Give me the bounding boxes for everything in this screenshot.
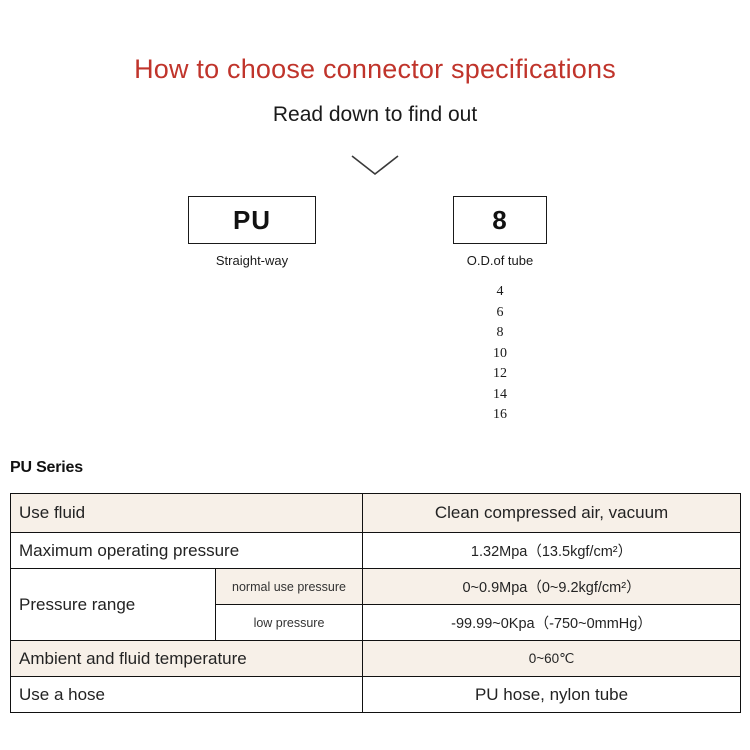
spec-table-title: PU Series xyxy=(10,459,83,476)
row-label: Ambient and fluid temperature xyxy=(9,640,364,677)
series-code-box[interactable]: PU xyxy=(188,196,316,244)
tube-size-option-list: 4 6 8 10 12 14 16 xyxy=(453,282,547,426)
list-item[interactable]: 4 xyxy=(496,284,504,299)
table-row: low pressure -99.99~0Kpa（-750~0mmHg） xyxy=(11,604,742,641)
table-row: Maximum operating pressure 1.32Mpa（13.5k… xyxy=(9,532,742,569)
series-code-caption: Straight-way xyxy=(215,253,289,268)
row-label: Use fluid xyxy=(9,493,364,533)
list-item[interactable]: 8 xyxy=(496,325,504,340)
tube-size-caption: O.D.of tube xyxy=(466,253,534,268)
page-subtitle: Read down to find out xyxy=(272,103,478,126)
row-label: Maximum operating pressure xyxy=(9,532,364,569)
table-row: Use a hose PU hose, nylon tube xyxy=(9,676,742,713)
row-sublabel: low pressure xyxy=(214,604,364,641)
row-label: Pressure range xyxy=(10,568,216,641)
row-value: 1.32Mpa（13.5kgf/cm²） xyxy=(362,532,742,569)
list-item[interactable]: 6 xyxy=(496,304,504,320)
row-label: Use a hose xyxy=(9,676,364,713)
row-value: -99.99~0Kpa（-750~0mmHg） xyxy=(362,604,742,641)
chevron-down-icon xyxy=(351,155,399,177)
list-item[interactable]: 14 xyxy=(493,386,507,402)
tube-size-box[interactable]: 8 xyxy=(453,196,547,244)
row-value: Clean compressed air, vacuum xyxy=(362,493,742,533)
row-value: PU hose, nylon tube xyxy=(362,676,742,713)
page-title: How to choose connector specifications xyxy=(134,54,616,84)
table-row: Use fluid Clean compressed air, vacuum xyxy=(9,493,742,533)
table-row: Ambient and fluid temperature 0~60℃ xyxy=(9,640,742,677)
row-value: 0~60℃ xyxy=(362,640,742,677)
list-item[interactable]: 16 xyxy=(493,407,507,422)
list-item[interactable]: 12 xyxy=(493,366,507,381)
table-row: Pressure range normal use pressure 0~0.9… xyxy=(10,568,742,641)
row-sublabel: normal use pressure xyxy=(214,568,364,605)
spec-table: Use fluid Clean compressed air, vacuum M… xyxy=(9,493,742,713)
list-item[interactable]: 10 xyxy=(493,345,507,361)
row-value: 0~0.9Mpa（0~9.2kgf/cm²） xyxy=(362,568,742,605)
